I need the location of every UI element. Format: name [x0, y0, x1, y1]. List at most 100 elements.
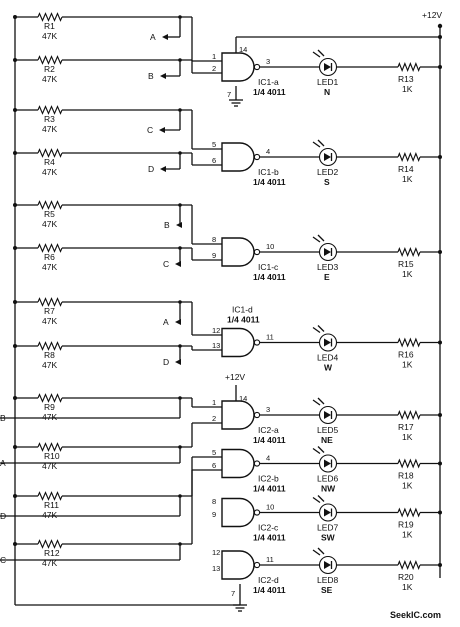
- led-light-arrow-icon: [317, 49, 325, 57]
- resistor-r11: [37, 491, 63, 501]
- supply-junction: [438, 461, 442, 466]
- led-direction: NE: [321, 435, 333, 445]
- resistor-r19: [397, 507, 421, 518]
- led-direction: S: [324, 177, 330, 187]
- resistor-r16: [397, 337, 421, 348]
- signal-arrowhead: [160, 73, 166, 79]
- gate-chip: 1/4 4011: [253, 585, 286, 595]
- led-direction: W: [324, 363, 333, 373]
- resistor-r1: [37, 12, 63, 22]
- output-resistor-name: R15: [398, 259, 414, 269]
- led-direction: SW: [321, 533, 336, 543]
- signal-junction: [178, 494, 182, 498]
- signal-label-a: A: [163, 317, 169, 327]
- gate-pin-label: 12: [212, 326, 220, 335]
- supply-junction: [438, 563, 442, 567]
- nand-output-bubble: [253, 248, 261, 256]
- resistor-name: R5: [44, 209, 55, 219]
- gate-pin-label: 10: [266, 242, 274, 251]
- resistor-name: R10: [44, 451, 60, 461]
- supply-junction: [438, 155, 442, 159]
- signal-junction: [178, 15, 182, 19]
- signal-label-a: A: [150, 32, 156, 42]
- signal-label-d: D: [163, 357, 169, 367]
- resistor-r10: [37, 442, 63, 452]
- nand-output-bubble: [253, 153, 261, 161]
- gate-pin-label: 1: [212, 398, 216, 407]
- signal-arrowhead: [159, 127, 165, 133]
- signal-junction: [178, 108, 182, 112]
- gate-pin-label: 8: [212, 497, 216, 506]
- gate-pin-label: 5: [212, 140, 216, 149]
- gate-pin-label: 3: [266, 57, 270, 66]
- signal-junction: [178, 300, 182, 304]
- resistor-r14: [397, 151, 421, 163]
- ic1-vdd-pin: 14: [239, 45, 247, 54]
- supply-terminal: [437, 23, 443, 29]
- gate-name: IC2-b: [258, 474, 279, 484]
- resistor-r9: [37, 393, 63, 403]
- resistor-value: 47K: [42, 262, 57, 272]
- signal-arrowhead: [176, 222, 182, 228]
- resistor-name: R3: [44, 114, 55, 124]
- resistor-name: R8: [44, 350, 55, 360]
- resistor-r20: [397, 559, 421, 571]
- resistor-r12: [37, 539, 63, 549]
- ic2-ground-symbol: [233, 604, 247, 612]
- led-light-arrow-icon: [312, 326, 321, 334]
- gate-pin-label: 11: [266, 555, 274, 564]
- led-name: LED8: [317, 575, 339, 585]
- led-direction: N: [324, 87, 330, 97]
- gate-pin-label: 10: [266, 503, 274, 512]
- led-name: LED4: [317, 353, 339, 363]
- led-light-arrow-icon: [312, 549, 321, 556]
- resistor-value: 47K: [42, 510, 57, 520]
- nand-gate-ic1-d: [221, 327, 255, 358]
- resistor-value: 47K: [42, 316, 57, 326]
- gate-pin-label: 13: [212, 564, 220, 573]
- led-diode-icon: [324, 561, 331, 569]
- gate-pin-label: 3: [266, 405, 270, 414]
- output-resistor-value: 1K: [402, 174, 413, 184]
- output-resistor-name: R14: [398, 164, 414, 174]
- output-resistor-name: R13: [398, 74, 414, 84]
- led-name: LED7: [317, 523, 339, 533]
- gate-pin-label: 6: [212, 461, 216, 470]
- resistor-value: 47K: [42, 167, 57, 177]
- signal-label-d: D: [0, 511, 6, 521]
- supply-junction: [438, 413, 442, 417]
- nand-output-bubble: [253, 561, 261, 569]
- signal-label-c: C: [147, 125, 153, 135]
- gate-name: IC2-c: [258, 523, 279, 533]
- output-resistor-value: 1K: [402, 582, 413, 592]
- output-resistor-name: R16: [398, 350, 414, 360]
- resistor-name: R1: [44, 21, 55, 31]
- supply-junction: [438, 340, 442, 345]
- signal-arrowhead: [160, 166, 166, 172]
- gate-pin-label: 11: [266, 333, 274, 342]
- gate-pin-label: 9: [212, 251, 216, 260]
- gate-pin-label: 5: [212, 448, 216, 457]
- resistor-name: R7: [44, 306, 55, 316]
- signal-label-b: B: [148, 71, 154, 81]
- nand-output-bubble: [253, 63, 261, 71]
- gate-pin-label: 2: [212, 64, 216, 73]
- led-name: LED6: [317, 474, 339, 484]
- output-resistor-value: 1K: [402, 269, 413, 279]
- signal-junction: [178, 396, 182, 400]
- gate-pin-label: 9: [212, 510, 216, 519]
- led-diode-icon: [324, 153, 331, 161]
- led-light-arrow-icon: [312, 51, 321, 58]
- resistor-value: 47K: [42, 124, 57, 134]
- led-name: LED3: [317, 262, 339, 272]
- gate-pin-label: 6: [212, 156, 216, 165]
- nand-output-bubble: [253, 509, 261, 516]
- nand-gate-ic1-c: [221, 237, 255, 267]
- output-resistor-value: 1K: [402, 481, 413, 491]
- resistor-value: 47K: [42, 31, 57, 41]
- output-resistor-name: R18: [398, 471, 414, 481]
- output-resistor-value: 1K: [402, 530, 413, 540]
- led-name: LED5: [317, 425, 339, 435]
